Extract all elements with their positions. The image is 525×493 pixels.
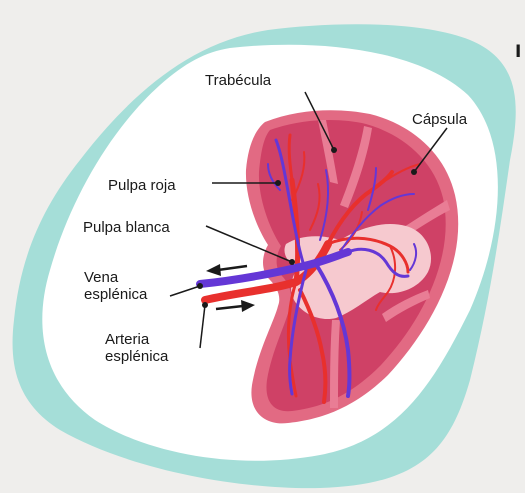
label-trabecula: Trabécula bbox=[205, 72, 272, 89]
label-capsula: Cápsula bbox=[412, 111, 468, 128]
label-arteria-line2: esplénica bbox=[105, 348, 169, 365]
label-vena-line2: esplénica bbox=[84, 286, 148, 303]
label-vena-line1: Vena bbox=[84, 269, 119, 286]
label-pulpa-roja: Pulpa roja bbox=[108, 177, 176, 194]
partial-edge-text: I bbox=[515, 42, 521, 62]
label-arteria-line1: Arteria bbox=[105, 331, 150, 348]
label-pulpa-blanca: Pulpa blanca bbox=[83, 219, 170, 236]
